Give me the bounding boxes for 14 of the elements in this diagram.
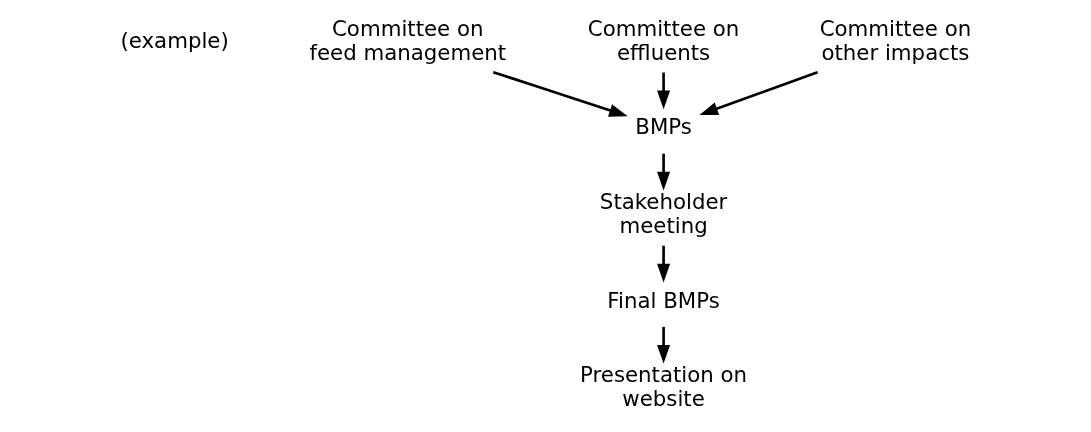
node-text: BMPs: [634, 114, 692, 140]
node-text: Final BMPs: [606, 287, 720, 313]
node-text: Presentation on website: [579, 362, 747, 412]
node-text: Committee on effluents: [587, 15, 739, 65]
arrow: [698, 71, 818, 116]
arrow: [656, 72, 670, 110]
arrow: [656, 326, 670, 364]
node-text: Stakeholder meeting: [599, 189, 727, 239]
label: (example): [119, 27, 229, 53]
arrow: [656, 153, 670, 191]
arrow: [656, 245, 670, 283]
node-text: Committee on other impacts: [819, 15, 971, 65]
node-text: Committee on feed management: [308, 15, 506, 65]
arrow: [492, 70, 628, 117]
